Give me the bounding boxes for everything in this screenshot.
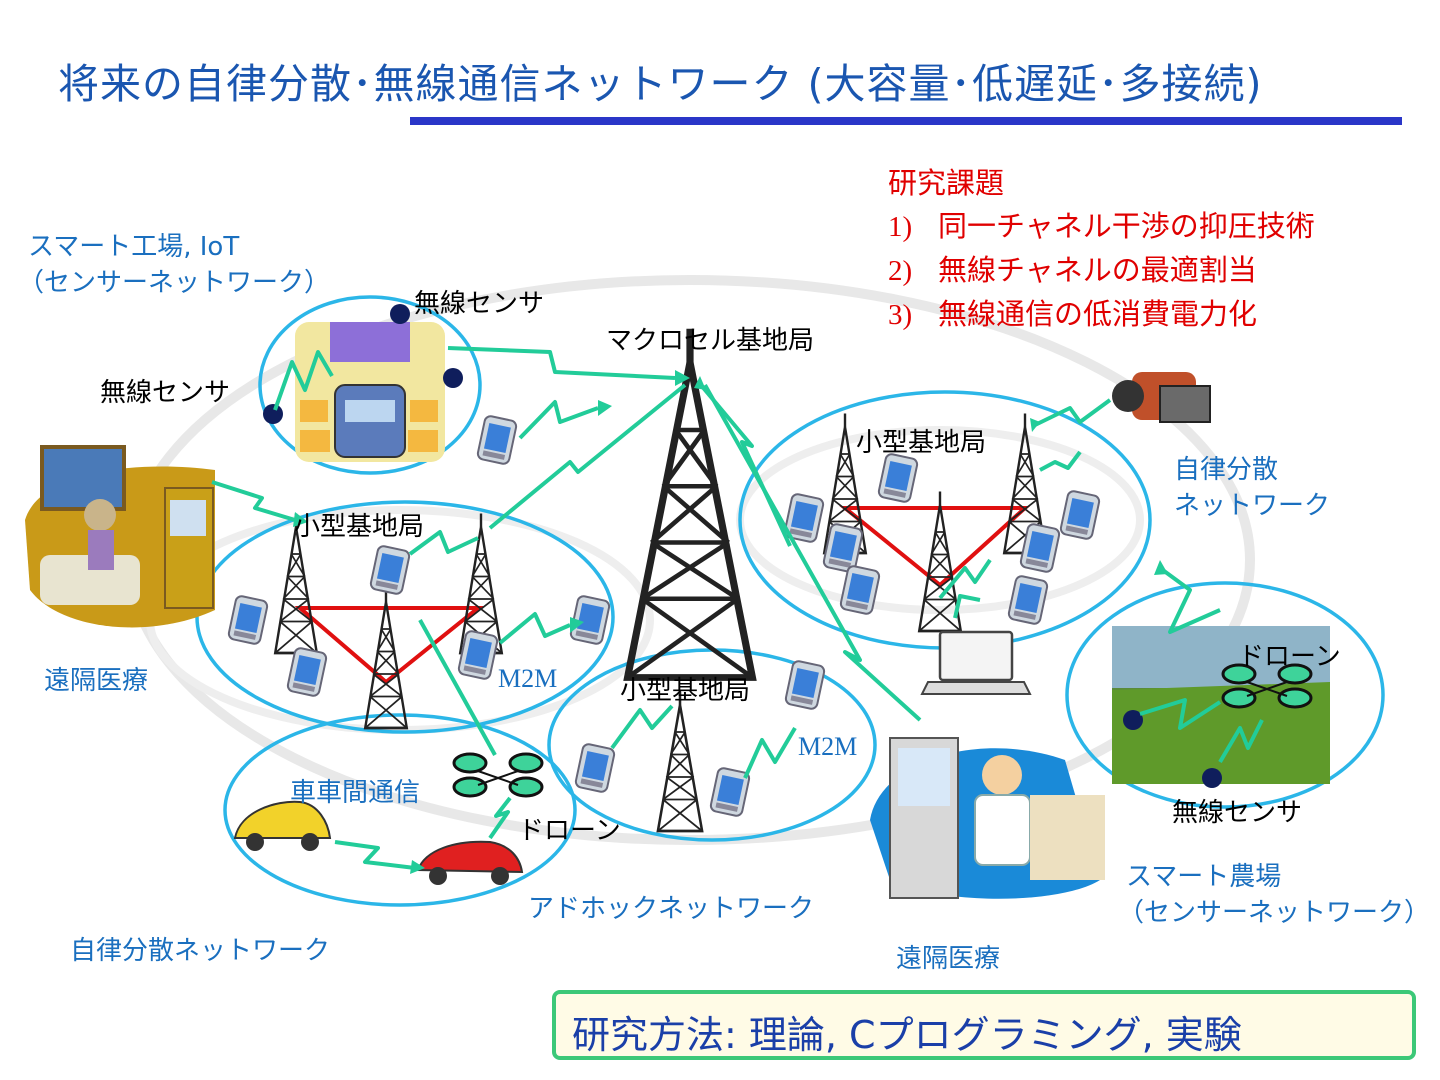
research-item: 3)無線通信の低消費電力化 <box>888 297 1258 331</box>
remote-medical-left-picture <box>25 445 215 628</box>
research-method-text: 研究方法: 理論, Cプログラミング, 実験 <box>572 1013 1242 1057</box>
label-sensor-network: （センサーネットワーク） <box>1118 898 1431 928</box>
label-sensor-network: （センサーネットワーク） <box>18 268 331 298</box>
label-m2m: M2M <box>498 664 558 693</box>
label-adhoc-network: アドホックネットワーク <box>528 894 815 924</box>
label-small-base-station: 小型基地局 <box>294 512 425 542</box>
label-wireless-sensor: 無線センサ <box>1172 798 1303 828</box>
label-smart-farm: スマート農場 <box>1126 862 1282 892</box>
label-drone: ドローン <box>518 816 621 846</box>
research-topics: 研究課題 1)同一チャネル干渉の抑圧技術 2)無線チャネルの最適割当 3)無線通… <box>888 162 1315 337</box>
research-item: 1)同一チャネル干渉の抑圧技術 <box>888 209 1315 243</box>
red-car <box>416 840 524 885</box>
label-drone: ドローン <box>1238 642 1341 672</box>
remote-medical-right-picture <box>870 737 1105 899</box>
label-small-base-station: 小型基地局 <box>856 428 987 458</box>
factory-picture <box>295 322 445 462</box>
research-heading: 研究課題 <box>888 166 1005 200</box>
label-small-base-station: 小型基地局 <box>620 676 751 706</box>
camcorder-picture <box>1112 372 1211 423</box>
label-remote-medical: 遠隔医療 <box>896 944 1001 974</box>
research-method-box: 研究方法: 理論, Cプログラミング, 実験 <box>552 990 1416 1060</box>
label-m2m: M2M <box>798 732 858 761</box>
label-autonomous-network: 自律分散 <box>1174 455 1279 485</box>
title-underline <box>410 117 1402 125</box>
research-item: 2)無線チャネルの最適割当 <box>888 253 1257 287</box>
label-autonomous-network: ネットワーク <box>1174 491 1331 521</box>
label-wireless-sensor: 無線センサ <box>100 378 231 408</box>
label-autonomous-network: 自律分散ネットワーク <box>70 936 331 966</box>
label-wireless-sensor: 無線センサ <box>414 289 545 319</box>
label-remote-medical: 遠隔医療 <box>44 666 149 696</box>
label-macro-base-station: マクロセル基地局 <box>606 326 815 356</box>
label-v2v: 車車間通信 <box>290 778 421 808</box>
label-smart-factory: スマート工場, IoT <box>28 232 240 262</box>
page-title: 将来の自律分散･無線通信ネットワーク (大容量･低遅延･多接続) <box>58 60 1263 108</box>
yellow-car <box>233 800 332 851</box>
laptop-picture <box>920 630 1032 695</box>
wireless-links <box>211 346 1264 870</box>
